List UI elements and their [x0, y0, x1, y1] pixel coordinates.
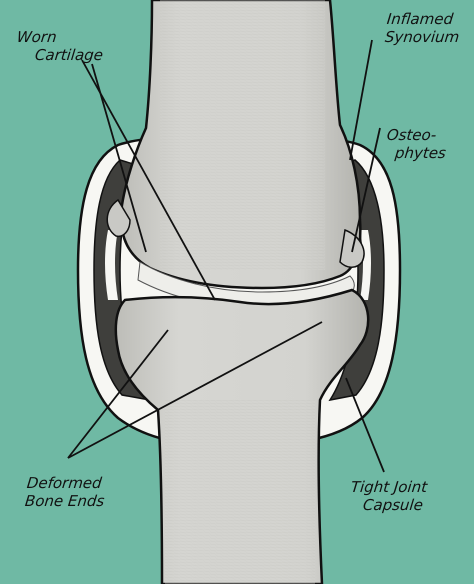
- label-bone-ends: Bone Ends: [24, 492, 105, 510]
- label-osteo: Osteo-: [386, 126, 449, 144]
- label-inflamed: Inflamed: [386, 10, 462, 28]
- label-worn: Worn: [16, 28, 106, 46]
- label-inflamed-synovium: Inflamed Synovium: [384, 10, 462, 46]
- label-deformed: Deformed: [26, 474, 107, 492]
- label-synovium: Synovium: [384, 28, 460, 46]
- label-tight-joint: Tight Joint: [350, 478, 428, 496]
- label-deformed-bone-ends: Deformed Bone Ends: [24, 474, 107, 510]
- label-cartilage: Cartilage: [34, 46, 104, 64]
- label-tight-joint-capsule: Tight Joint Capsule: [348, 478, 428, 514]
- label-phytes: phytes: [394, 144, 447, 162]
- label-capsule: Capsule: [362, 496, 426, 514]
- label-osteophytes: Osteo- phytes: [384, 126, 449, 162]
- label-worn-cartilage: Worn Cartilage: [14, 28, 106, 64]
